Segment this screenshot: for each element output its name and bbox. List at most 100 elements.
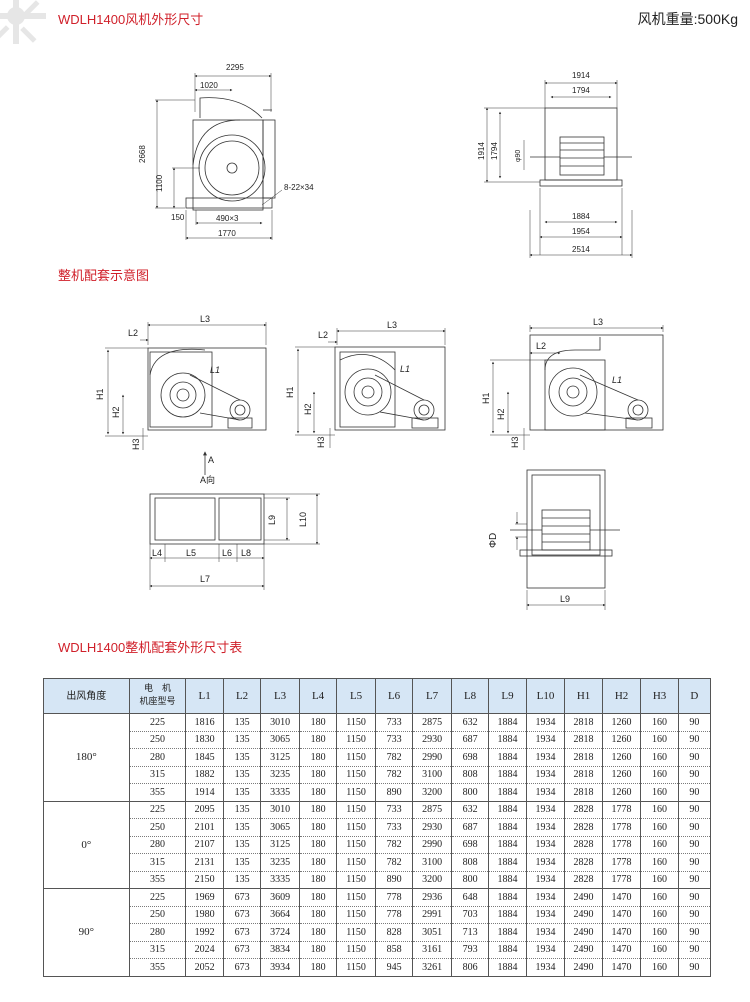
table-cell: 632: [450, 801, 490, 819]
table-cell: 90: [677, 713, 712, 732]
table-cell: 2936: [412, 888, 452, 907]
dim-label: L2: [128, 328, 138, 338]
table-cell: 250: [128, 818, 187, 837]
table-cell: 180: [298, 853, 338, 872]
table-cell: 703: [450, 906, 490, 924]
table-cell: 778: [374, 888, 414, 907]
table-cell: 1884: [488, 888, 527, 907]
table-cell: 1778: [601, 871, 642, 889]
table-cell: 250: [128, 906, 187, 924]
col-header-motor-line1: 电 机: [144, 684, 172, 694]
table-cell: 1778: [601, 818, 642, 837]
table-cell: 160: [640, 748, 679, 767]
table-cell: 3065: [260, 731, 300, 749]
table-cell: 733: [374, 713, 414, 732]
table-cell: 2875: [412, 713, 452, 732]
table-cell: 1470: [601, 941, 642, 959]
table-cell: 1934: [525, 906, 566, 924]
col-header-H3: H3: [640, 678, 679, 714]
table-cell: 1830: [185, 731, 224, 749]
table-cell: 3261: [412, 958, 452, 977]
dim-label: 1020: [200, 81, 218, 90]
table-cell: 2875: [412, 801, 452, 819]
table-cell: 90: [677, 748, 712, 767]
table-cell: 2990: [412, 836, 452, 854]
table-cell: 733: [374, 801, 414, 819]
dim-label: H3: [316, 436, 326, 448]
table-cell: 1150: [336, 941, 376, 959]
table-cell: 1884: [488, 818, 527, 837]
fan-front-view-drawing: [484, 80, 633, 258]
table-cell: 160: [640, 731, 679, 749]
table-cell: 1884: [488, 941, 527, 959]
table-cell: 3609: [260, 888, 300, 907]
table-cell: 1816: [185, 713, 224, 732]
dim-label: L2: [318, 330, 328, 340]
dim-label: L3: [593, 317, 603, 327]
col-header-L1: L1: [185, 678, 224, 714]
dim-label: L9: [267, 515, 277, 525]
dim-label: H3: [510, 436, 520, 448]
table-cell: 3125: [260, 748, 300, 767]
dim-label: H2: [303, 403, 313, 415]
table-cell: 2818: [564, 783, 603, 802]
schematic-0-drawing: [295, 328, 446, 448]
table-cell: 3834: [260, 941, 300, 959]
schematic-90-drawing: [490, 325, 664, 450]
table-cell: 180: [298, 818, 338, 837]
table-cell: 1884: [488, 766, 527, 784]
table-cell: 3125: [260, 836, 300, 854]
dim-label: 1914: [572, 71, 590, 80]
table-cell: 2991: [412, 906, 452, 924]
table-cell: 1150: [336, 906, 376, 924]
dim-label: 2295: [226, 63, 244, 72]
table-cell: 1884: [488, 713, 527, 732]
table-cell: 225: [128, 801, 187, 819]
dim-label: 1100: [155, 174, 164, 192]
table-cell: 1260: [601, 713, 642, 732]
table-cell: 280: [128, 923, 187, 942]
schematic-180-drawing: [105, 322, 267, 475]
table-cell: 90: [677, 923, 712, 942]
dim-label: L8: [241, 548, 251, 558]
table-cell: 1934: [525, 748, 566, 767]
col-header-L5: L5: [336, 678, 376, 714]
table-cell: 90: [677, 766, 712, 784]
table-cell: 2990: [412, 748, 452, 767]
dim-label: 1794: [572, 86, 590, 95]
table-cell: 1150: [336, 818, 376, 837]
table-cell: 1884: [488, 853, 527, 872]
table-cell: 225: [128, 888, 187, 907]
table-cell: 2828: [564, 801, 603, 819]
table-cell: 1150: [336, 888, 376, 907]
table-cell: 673: [222, 888, 262, 907]
table-cell: 1150: [336, 713, 376, 732]
table-cell: 160: [640, 923, 679, 942]
table-cell: 1884: [488, 836, 527, 854]
dim-label: L2: [536, 341, 546, 351]
table-cell: 160: [640, 818, 679, 837]
table-cell: 180: [298, 766, 338, 784]
dim-label: 1770: [218, 229, 236, 238]
table-cell: 1914: [185, 783, 224, 802]
dim-label: L1: [210, 365, 220, 375]
table-cell: 180: [298, 783, 338, 802]
table-cell: 1150: [336, 871, 376, 889]
table-cell: 1150: [336, 731, 376, 749]
table-cell: 180: [298, 801, 338, 819]
table-cell: 180: [298, 731, 338, 749]
dim-label: L6: [222, 548, 232, 558]
table-cell: 1150: [336, 748, 376, 767]
table-cell: 3100: [412, 853, 452, 872]
table-cell: 1884: [488, 923, 527, 942]
table-cell: 3200: [412, 783, 452, 802]
table-cell: 160: [640, 766, 679, 784]
base-plan-drawing: [149, 493, 320, 590]
table-cell: 673: [222, 958, 262, 977]
angle-cell: 180°: [43, 713, 130, 802]
